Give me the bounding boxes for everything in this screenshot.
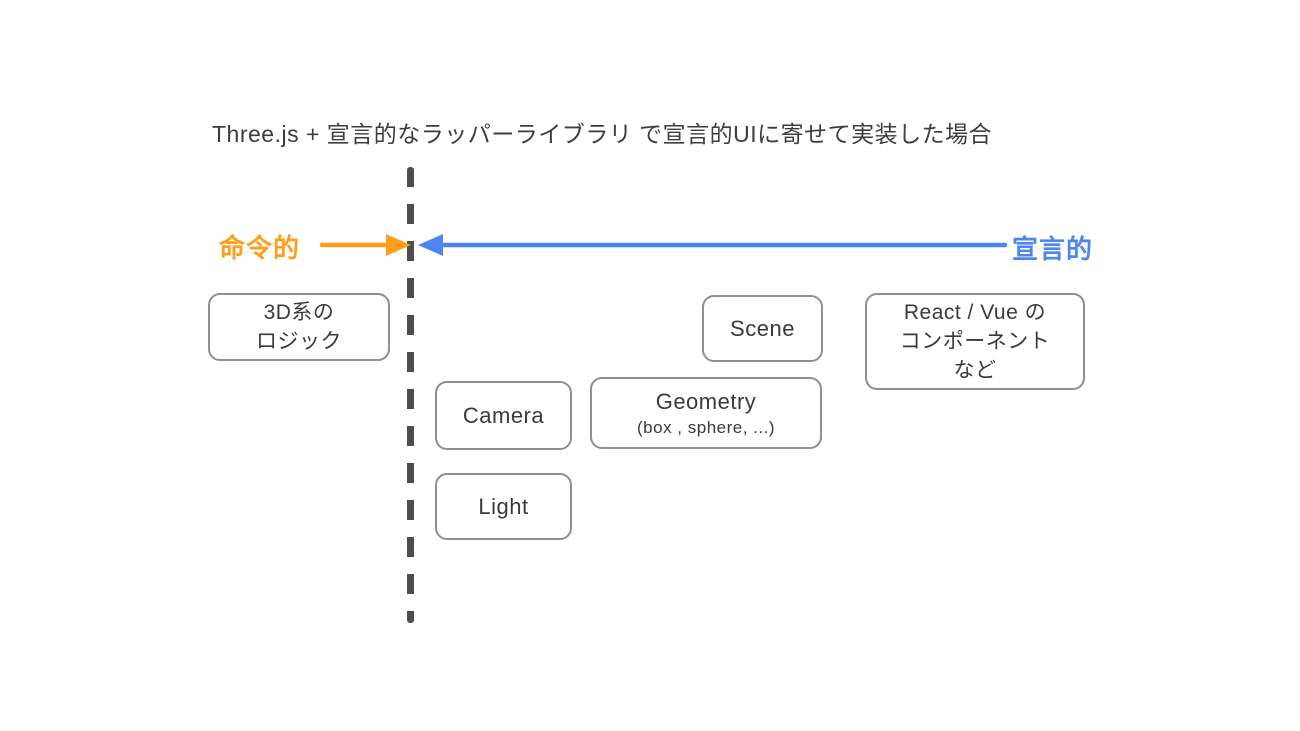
diagram-title: Three.js + 宣言的なラッパーライブラリ で宣言的UIに寄せて実装した場… xyxy=(212,121,993,147)
imperative-axis-label: 命令的 xyxy=(219,233,301,263)
box-react-vue-components: React / Vue の コンポーネント など xyxy=(865,293,1085,390)
imperative-declarative-boundary-line xyxy=(407,167,414,623)
box-3d-logic-line2: ロジック xyxy=(256,330,342,353)
declarative-arrowhead-icon xyxy=(418,234,443,256)
box-geometry: Geometry (box , sphere, ...) xyxy=(590,377,822,449)
box-3d-logic-line1: 3D系の xyxy=(263,301,335,324)
declarative-axis-label: 宣言的 xyxy=(1012,234,1094,264)
box-scene-label: Scene xyxy=(730,316,795,341)
box-camera-label: Camera xyxy=(462,403,545,428)
box-react-vue-line2: コンポーネント xyxy=(899,330,1051,353)
box-camera: Camera xyxy=(435,381,572,450)
declarative-arrow xyxy=(418,234,1008,256)
box-react-vue-line3: など xyxy=(953,359,997,382)
imperative-arrowhead-icon xyxy=(386,234,411,256)
box-geometry-sublabel: (box , sphere, ...) xyxy=(637,418,775,437)
box-react-vue-line1: React / Vue の xyxy=(903,301,1047,324)
box-3d-logic: 3D系の ロジック xyxy=(208,293,390,361)
box-geometry-label: Geometry xyxy=(655,389,757,414)
box-light-label: Light xyxy=(478,494,529,519)
box-scene: Scene xyxy=(702,295,823,362)
box-light: Light xyxy=(435,473,572,540)
imperative-arrow xyxy=(319,234,411,256)
